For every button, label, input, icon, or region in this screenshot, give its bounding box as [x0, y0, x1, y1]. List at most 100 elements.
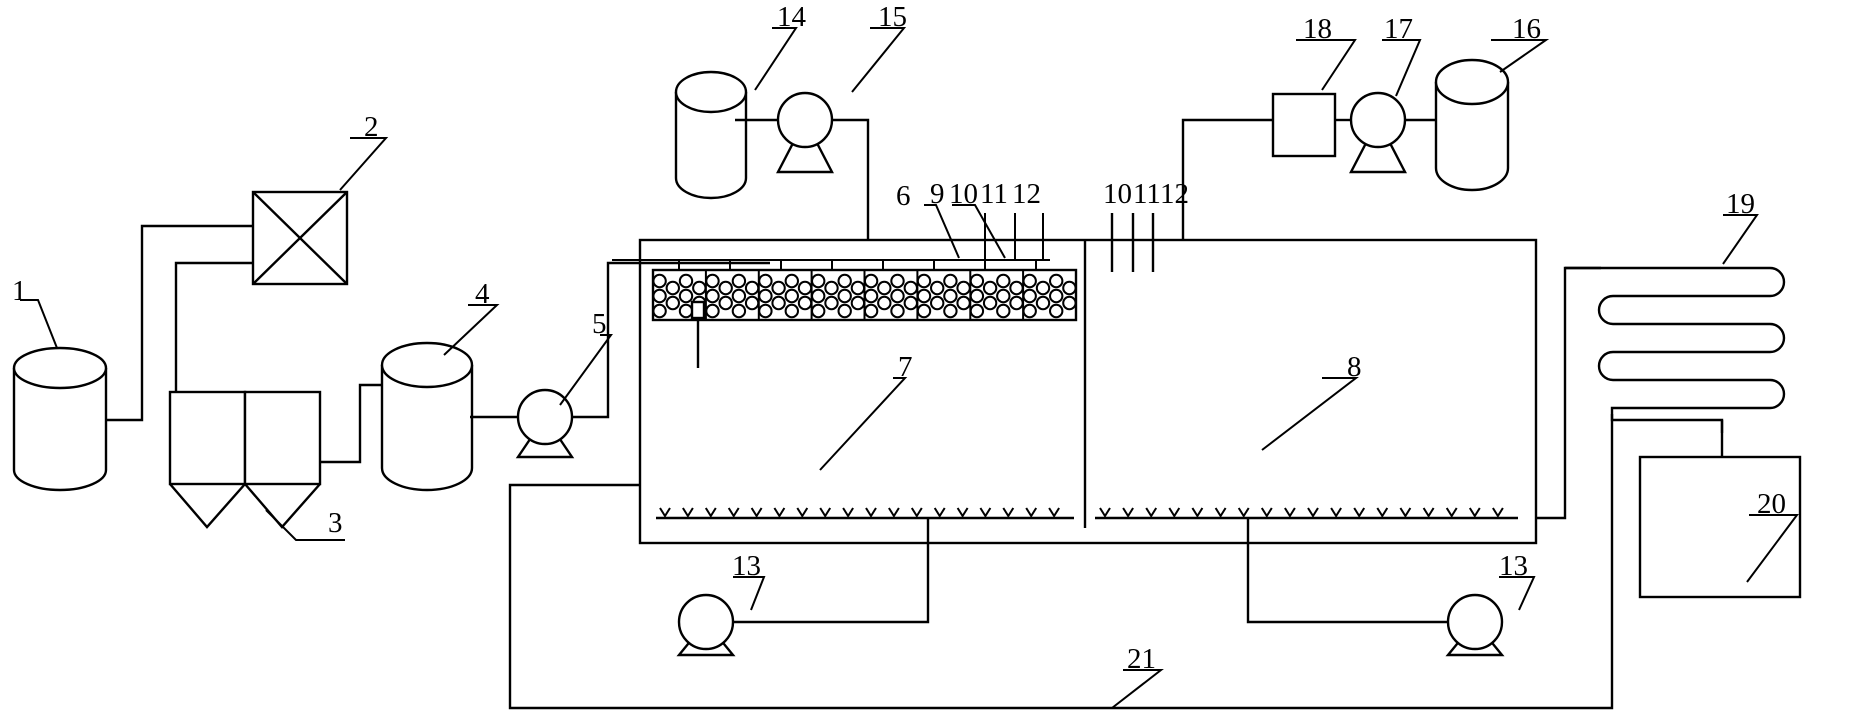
carrier-bead [969, 273, 985, 289]
carrier-bead [758, 273, 773, 289]
carrier-modules [612, 259, 1078, 368]
reactor-tank [638, 238, 1538, 545]
carrier-bead [1035, 295, 1051, 311]
carrier-bead [652, 288, 667, 304]
carrier-bead [930, 295, 945, 311]
leader-lines [20, 27, 1799, 709]
carrier-bead [784, 303, 799, 319]
carrier-bead [1009, 295, 1024, 311]
carrier-bead [731, 303, 747, 319]
tank-4 [380, 341, 474, 492]
carrier-bead [837, 288, 852, 304]
carrier-bead [1022, 288, 1037, 304]
carrier-bead [731, 273, 747, 289]
carrier-bead [903, 295, 918, 311]
carrier-bead [982, 280, 998, 296]
carrier-bead [771, 295, 786, 311]
label-20: 20 [1757, 488, 1786, 520]
label-11-right: 11 [1133, 178, 1161, 210]
tank-1 [12, 346, 108, 492]
number-labels: 1 2 3 4 5 6 7 8 9 10 11 12 10 11 12 13 1… [12, 1, 1786, 675]
coil-19 [1565, 266, 1786, 414]
carrier-bead [824, 280, 839, 296]
carrier-bead [665, 280, 680, 296]
carrier-bead [877, 295, 892, 311]
carrier-bead [863, 288, 879, 304]
label-16: 16 [1512, 13, 1541, 45]
carrier-bead [824, 295, 839, 311]
carrier-bead [837, 303, 852, 319]
pump-5 [515, 388, 575, 459]
carrier-bead [890, 303, 905, 319]
carrier-bead [652, 273, 667, 289]
carrier-bead [705, 303, 720, 319]
carrier-bead [744, 295, 760, 311]
carrier-bead [811, 273, 826, 289]
unit-18 [1271, 92, 1337, 158]
carrier-bead [771, 280, 786, 296]
carrier-bead [943, 288, 958, 304]
carrier-bead [665, 295, 680, 311]
carrier-bead [744, 280, 760, 296]
label-1: 1 [12, 275, 27, 307]
label-13-left: 13 [732, 550, 761, 582]
pump-15 [776, 91, 834, 174]
label-8: 8 [1347, 351, 1362, 383]
label-19: 19 [1726, 188, 1755, 220]
carrier-bead [982, 295, 998, 311]
carrier-bead [784, 273, 799, 289]
carrier-bead [758, 303, 773, 319]
carrier-bead [784, 288, 799, 304]
unit-20 [1638, 455, 1802, 599]
carrier-bead [969, 303, 985, 319]
carrier-bead [943, 303, 958, 319]
carrier-bead [890, 273, 905, 289]
carrier-bead [863, 303, 879, 319]
carrier-bead [678, 303, 694, 319]
label-4: 4 [475, 278, 490, 310]
carrier-bead [1022, 303, 1037, 319]
aerator-right [1095, 507, 1518, 520]
carrier-bead [863, 273, 879, 289]
carrier-bead [850, 295, 866, 311]
pump-13-right [1445, 593, 1505, 657]
label-9: 9 [930, 178, 945, 210]
carrier-bead [811, 303, 826, 319]
label-10-right: 10 [1103, 178, 1132, 210]
carrier-bead [678, 273, 694, 289]
carrier-bead [678, 288, 694, 304]
probe-sticks [984, 213, 1155, 272]
carrier-bead [850, 280, 866, 296]
carrier-bead [943, 273, 958, 289]
carrier-bead [956, 295, 971, 311]
carrier-bead [1049, 303, 1064, 319]
label-12-right: 12 [1160, 178, 1189, 210]
aerator-left [656, 507, 1074, 520]
label-17: 17 [1384, 13, 1413, 45]
carrier-bead [705, 288, 720, 304]
carrier-bead [1035, 280, 1051, 296]
label-6: 6 [896, 180, 911, 212]
label-11-left: 11 [980, 178, 1008, 210]
label-21: 21 [1127, 643, 1156, 675]
carrier-bead [731, 288, 747, 304]
carrier-bead [890, 288, 905, 304]
carrier-bead [718, 295, 733, 311]
carrier-bead [1049, 273, 1064, 289]
carrier-bead [903, 280, 918, 296]
carrier-bead [758, 288, 773, 304]
carrier-bead [652, 303, 667, 319]
carrier-bead [718, 280, 733, 296]
carrier-bead [996, 288, 1011, 304]
carrier-bead [996, 303, 1011, 319]
carrier-bead [1022, 273, 1037, 289]
tank-16 [1434, 58, 1510, 192]
carrier-bead [930, 280, 945, 296]
carrier-bead [1062, 280, 1077, 296]
carrier-bead [692, 280, 707, 296]
carrier-bead [996, 273, 1011, 289]
carrier-bead [1009, 280, 1024, 296]
carrier-bead [1062, 295, 1077, 311]
carrier-bead [969, 288, 985, 304]
